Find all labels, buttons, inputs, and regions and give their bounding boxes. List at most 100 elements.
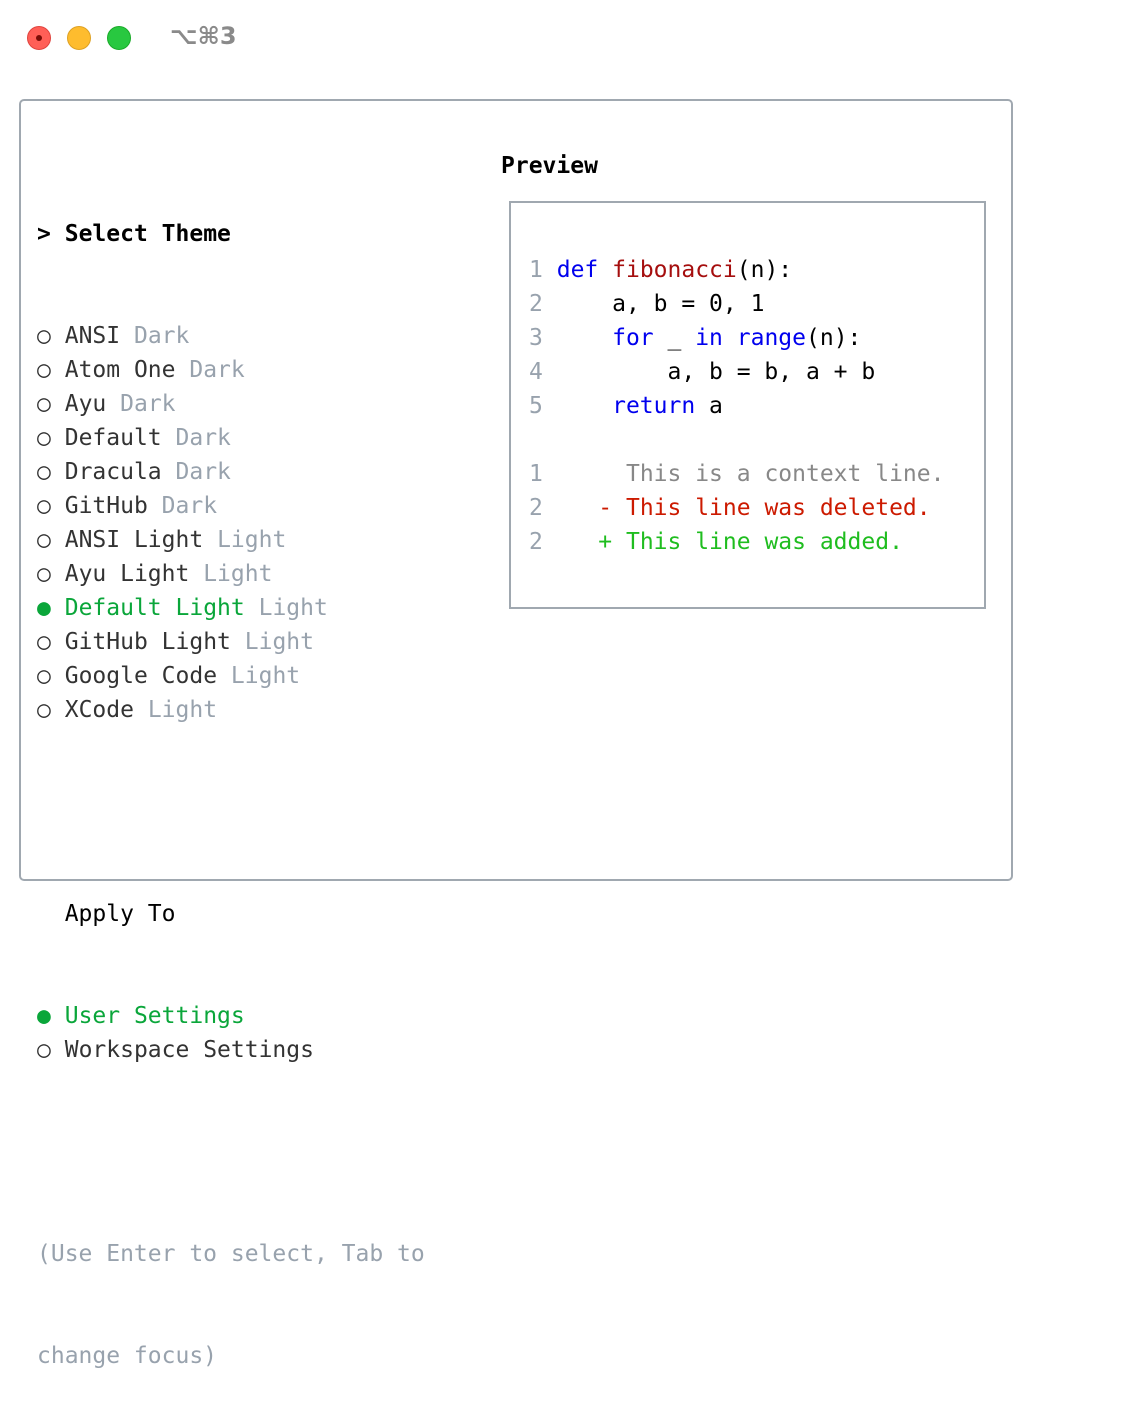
code-line: 1 def fibonacci(n):: [529, 253, 944, 287]
theme-name: ANSI Light: [64, 527, 204, 553]
line-number: 4: [529, 359, 543, 385]
theme-dialog: [19, 99, 1013, 881]
hint-line-1: (Use Enter to select, Tab to: [37, 1241, 425, 1267]
theme-option[interactable]: ○ Ayu Light Light: [37, 557, 425, 591]
theme-option[interactable]: ○ Default Dark: [37, 421, 425, 455]
theme-option[interactable]: ○ ANSI Dark: [37, 319, 425, 353]
radio-empty-icon: ○: [37, 1037, 51, 1063]
code-line: 2 a, b = 0, 1: [529, 287, 944, 321]
code-token: return: [612, 393, 696, 419]
code-line: 4 a, b = b, a + b: [529, 355, 944, 389]
preview-title: Preview: [501, 153, 598, 179]
code-token: a, b = 0, 1: [556, 291, 765, 317]
radio-empty-icon: ○: [37, 323, 51, 349]
theme-kind: Light: [147, 697, 218, 723]
diff-line-add: 2 + This line was added.: [529, 525, 944, 559]
theme-name: Atom One: [64, 357, 176, 383]
window-title: ⌥⌘3: [170, 22, 237, 50]
apply-to-heading: Apply To: [37, 897, 425, 931]
code-token: [723, 325, 737, 351]
code-token: fibonacci: [612, 257, 737, 283]
code-token: a, b = b, a + b: [556, 359, 876, 385]
code-token: [557, 325, 612, 351]
line-number: 5: [529, 393, 543, 419]
theme-name: GitHub: [64, 493, 148, 519]
theme-heading: > Select Theme: [37, 217, 425, 251]
theme-kind: Light: [203, 561, 273, 587]
radio-empty-icon: ○: [37, 663, 51, 689]
theme-option[interactable]: ○ GitHub Dark: [37, 489, 425, 523]
line-number: 2: [529, 495, 543, 521]
theme-name: GitHub Light: [64, 629, 231, 655]
theme-option[interactable]: ○ Google Code Light: [37, 659, 425, 693]
radio-empty-icon: ○: [37, 697, 51, 723]
diff-text: This line was added.: [625, 529, 903, 555]
theme-kind: Dark: [161, 493, 218, 519]
theme-kind: Light: [217, 527, 287, 553]
theme-kind: Light: [258, 595, 328, 621]
radio-empty-icon: ○: [37, 561, 51, 587]
diff-line-del: 2 - This line was deleted.: [529, 491, 944, 525]
heading-label: Select Theme: [64, 221, 231, 247]
theme-list: > Select Theme ○ ANSI Dark○ Atom One Dar…: [37, 149, 425, 1407]
theme-name: Google Code: [64, 663, 218, 689]
minimize-button[interactable]: [67, 26, 91, 50]
apply-label: User Settings: [64, 1003, 245, 1029]
code-line: 5 return a: [529, 389, 944, 423]
theme-name: ANSI: [64, 323, 121, 349]
theme-option[interactable]: ● Default Light Light: [37, 591, 425, 625]
code-token: [598, 257, 612, 283]
diff-line-ctx: 1 This is a context line.: [529, 457, 944, 491]
apply-option[interactable]: ○ Workspace Settings: [37, 1033, 425, 1067]
zoom-button[interactable]: [107, 26, 131, 50]
theme-kind: Dark: [189, 357, 245, 383]
theme-kind: Dark: [175, 425, 231, 451]
diff-sign: -: [598, 495, 613, 521]
diff-sign: +: [598, 529, 613, 555]
theme-kind: Dark: [175, 459, 231, 485]
radio-filled-icon: ●: [37, 1003, 51, 1029]
radio-empty-icon: ○: [37, 391, 51, 417]
theme-option[interactable]: ○ XCode Light: [37, 693, 425, 727]
radio-filled-icon: ●: [37, 595, 51, 621]
theme-kind: Dark: [133, 323, 190, 349]
radio-empty-icon: ○: [37, 629, 51, 655]
code-token: (n):: [736, 257, 793, 283]
theme-option[interactable]: ○ ANSI Light Light: [37, 523, 425, 557]
theme-option[interactable]: ○ Ayu Dark: [37, 387, 425, 421]
line-number: 2: [529, 291, 543, 317]
focus-prompt-icon: >: [37, 221, 51, 247]
apply-heading-label: Apply To: [64, 901, 176, 927]
theme-option[interactable]: ○ Atom One Dark: [37, 353, 425, 387]
radio-empty-icon: ○: [37, 425, 51, 451]
code-token: in: [695, 325, 723, 351]
line-number: 2: [529, 529, 543, 555]
theme-kind: Dark: [120, 391, 176, 417]
theme-kind: Light: [244, 629, 314, 655]
radio-empty-icon: ○: [37, 527, 51, 553]
code-token: (n):: [806, 325, 862, 351]
theme-name: Default Light: [64, 595, 245, 621]
apply-option[interactable]: ● User Settings: [37, 999, 425, 1033]
line-number: 3: [529, 325, 543, 351]
line-number: 1: [529, 257, 543, 283]
blank-line: [529, 423, 944, 457]
code-token: for: [612, 325, 654, 351]
close-button[interactable]: [27, 26, 51, 50]
theme-name: Default: [64, 425, 162, 451]
code-token: range: [736, 325, 807, 351]
radio-empty-icon: ○: [37, 493, 51, 519]
diff-sign: [598, 461, 612, 487]
theme-name: Ayu Light: [64, 561, 190, 587]
hint-line-2: change focus): [37, 1343, 218, 1369]
line-number: 1: [529, 461, 543, 487]
theme-kind: Light: [230, 663, 301, 689]
code-token: a: [695, 393, 723, 419]
close-dot-icon: [36, 35, 42, 41]
diff-text: This line was deleted.: [625, 495, 931, 521]
radio-empty-icon: ○: [37, 357, 51, 383]
theme-option[interactable]: ○ GitHub Light Light: [37, 625, 425, 659]
theme-option[interactable]: ○ Dracula Dark: [37, 455, 425, 489]
